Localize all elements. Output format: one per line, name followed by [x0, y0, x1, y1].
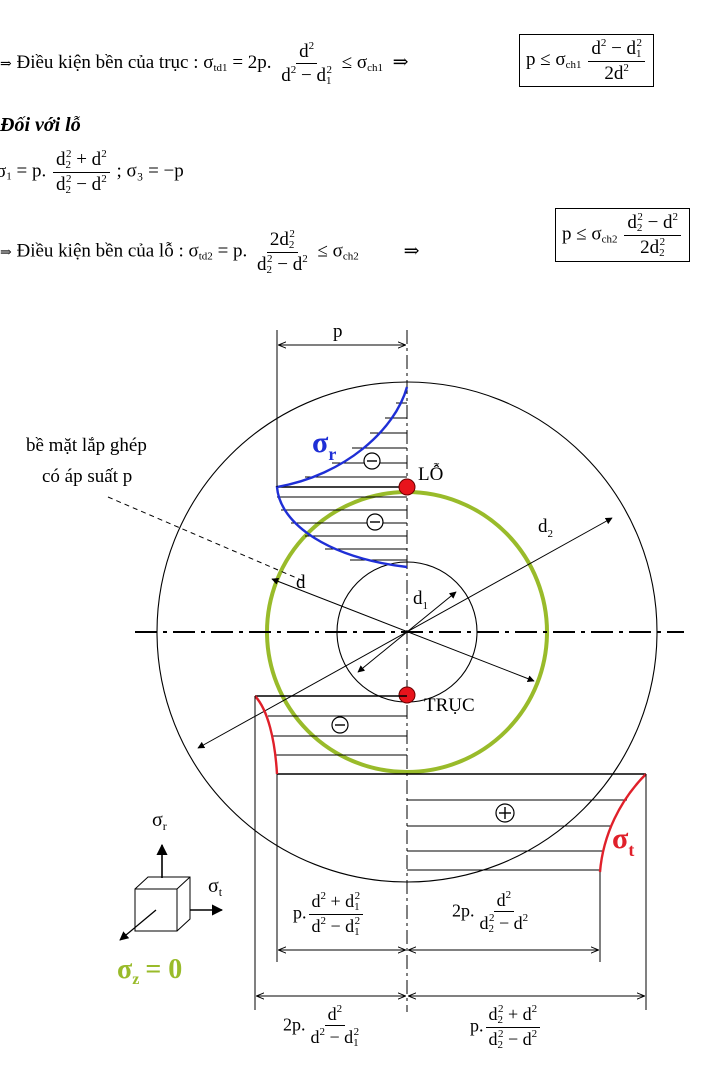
dim-d1-label: d1 [413, 588, 428, 612]
implies-symbol-1: ⇒ [392, 52, 409, 74]
sigma3-expression: σ₃ = −p [126, 160, 184, 182]
dim-p-label: p [333, 321, 343, 342]
arrow-bullet-icon: ⇒ [0, 245, 12, 261]
arrow-bullet-icon: ⇒ [0, 57, 12, 73]
minus-sign-icon [366, 513, 384, 531]
callout-line-1: bề mặt lắp ghép [26, 435, 147, 456]
sigma-t-hub-curve [598, 773, 647, 873]
shaft-point-marker [398, 686, 416, 704]
hole-point-label: LỖ [418, 463, 443, 485]
hole-point-marker [398, 478, 416, 496]
dim-d2-label: d2 [538, 516, 553, 540]
callout-line-2: có áp suất p [42, 466, 132, 487]
axis-sigma-r-label: σr [152, 809, 167, 833]
sigma-r-hatching [277, 402, 407, 561]
axis-sigma-t-label: σt [208, 875, 223, 899]
stress-element-cube-icon [134, 876, 191, 932]
sigma-t-hub-hatching [407, 799, 627, 871]
shaft-condition-label: Điều kiện bền của trục : [16, 52, 199, 74]
dim-d-label: d [296, 572, 306, 593]
minus-sign-icon [331, 716, 349, 734]
sigma-t-shaft-curve [254, 695, 279, 775]
minus-sign-icon [363, 452, 381, 470]
callout-leader [107, 496, 307, 583]
sigma-t-label: σt [612, 822, 634, 860]
hole-condition-label: Điều kiện bền của lỗ : [16, 240, 184, 262]
axis-sigma-z-arrow [119, 909, 157, 941]
d-dimension-line [271, 578, 535, 682]
shaft-point-label: TRỤC [424, 695, 475, 716]
sigma-r-label: σr [312, 426, 336, 464]
hole-heading: Đối với lỗ [0, 114, 81, 136]
shaft-condition-line: ⇒ Điều kiện bền của trục : σtd1 = 2p. d2… [0, 40, 409, 87]
plus-sign-icon [495, 803, 515, 823]
sigma-t-shaft-hatching [268, 715, 407, 756]
axis-sigma-z-label: σz= 0 [117, 954, 182, 988]
implies-symbol-2: ⇒ [403, 240, 420, 262]
d1-dimension-line [357, 591, 457, 673]
